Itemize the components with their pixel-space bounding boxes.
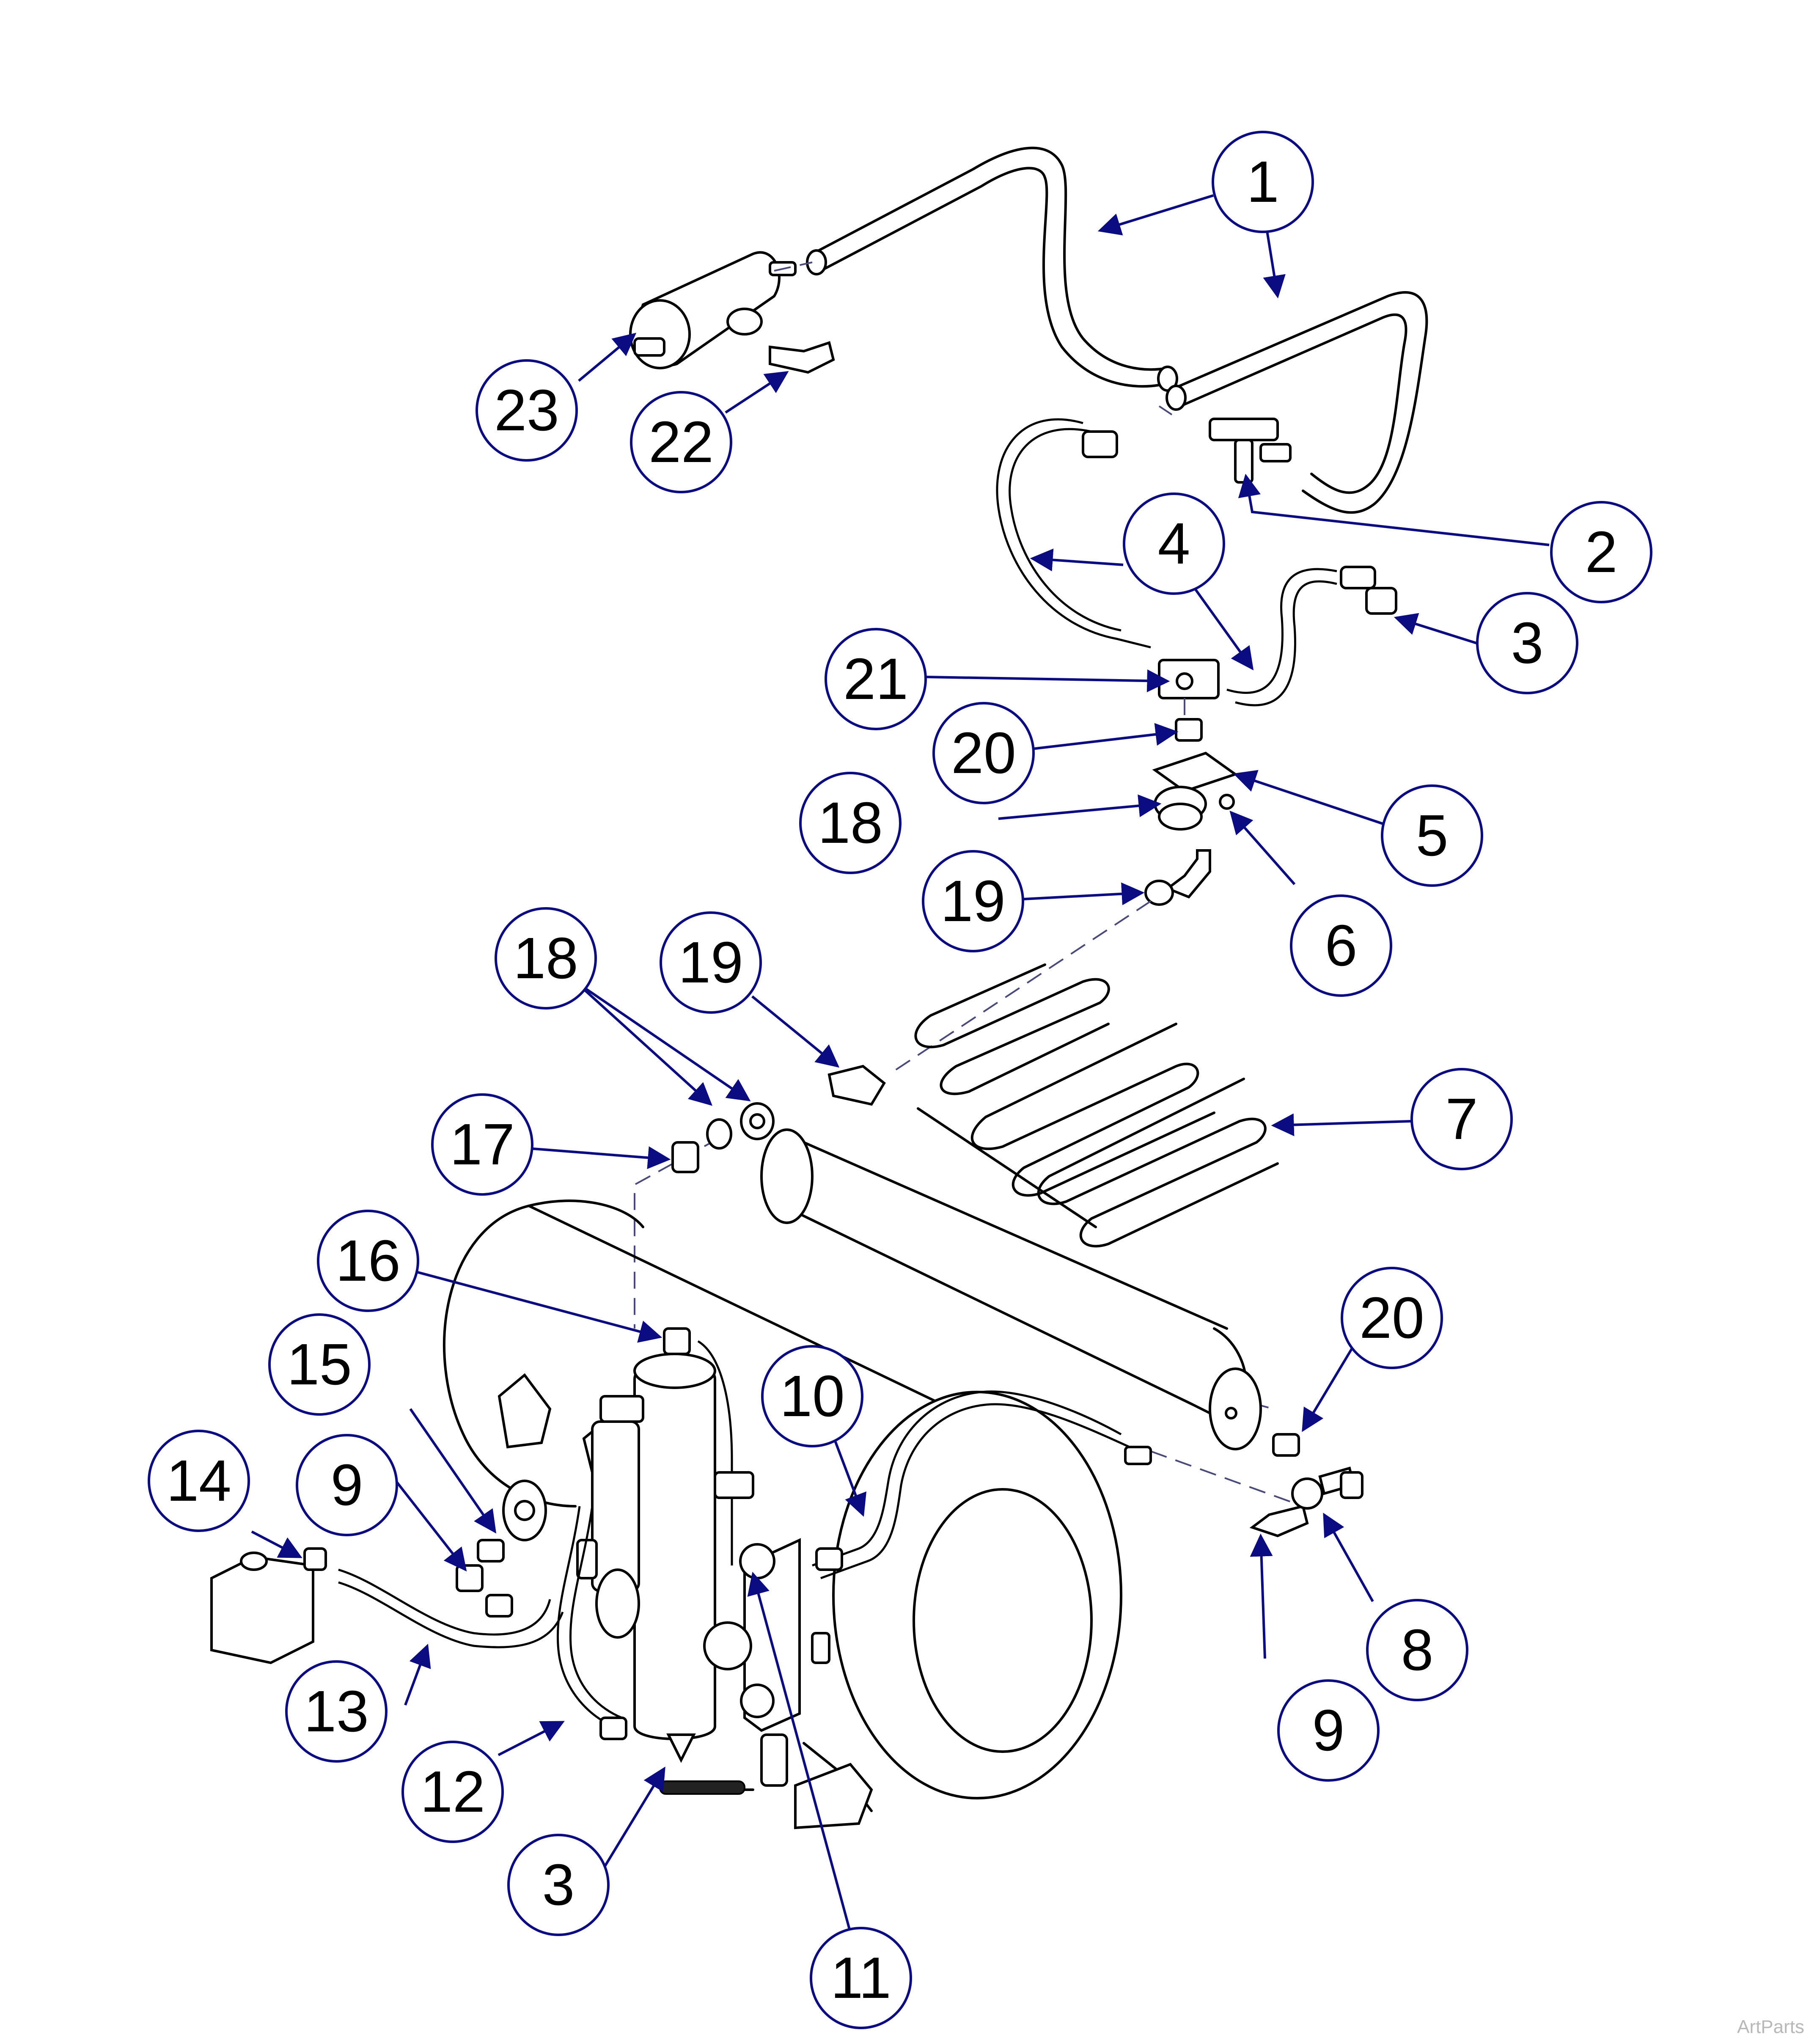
callout-10-label: 10 (780, 1364, 845, 1429)
cooling-coil (914, 963, 1279, 1248)
watermark-text: ArtParts (1737, 2016, 1804, 2037)
callout-6: 6 (1290, 894, 1392, 997)
callout-19-mid-label: 19 (678, 930, 743, 995)
callout-3-upper-label: 3 (1511, 611, 1544, 676)
callout-21-label: 21 (843, 646, 908, 712)
callout-18-mid-label: 18 (513, 926, 578, 991)
callout-2: 2 (1550, 501, 1652, 603)
hose-assembly (996, 418, 1397, 707)
callout-11: 11 (810, 1927, 912, 2029)
callout-17: 17 (431, 1093, 533, 1196)
callout-1-label: 1 (1247, 149, 1279, 215)
callouts: 1 2 3 4 5 6 7 8 (148, 131, 1652, 2029)
callout-9-right: 9 (1277, 1679, 1380, 1782)
callout-14-label: 14 (166, 1448, 231, 1513)
callout-20-upper: 20 (932, 702, 1035, 804)
filter-cylinder (633, 1327, 733, 1763)
callout-8-label: 8 (1401, 1618, 1434, 1683)
callout-2-label: 2 (1585, 520, 1618, 585)
callout-20-right: 20 (1341, 1267, 1443, 1369)
callout-13-label: 13 (304, 1679, 369, 1744)
callout-7: 7 (1410, 1068, 1513, 1170)
pressure-switch-box (210, 1547, 564, 1664)
callout-10: 10 (761, 1345, 863, 1447)
callout-4-label: 4 (1158, 511, 1190, 576)
callout-9-right-label: 9 (1312, 1698, 1345, 1763)
callout-3-upper: 3 (1476, 592, 1578, 694)
callout-15: 15 (268, 1313, 371, 1416)
small-tank (760, 1128, 1262, 1450)
callout-19-upper: 19 (922, 850, 1024, 952)
leader-lines (251, 194, 1550, 1930)
upper-fitting-stack (1144, 718, 1238, 906)
callout-6-label: 6 (1325, 913, 1358, 978)
tubing-upper (806, 146, 1428, 514)
left-fittings (456, 1480, 547, 1618)
callout-5: 5 (1381, 784, 1483, 887)
callout-18-mid: 18 (495, 907, 597, 1010)
callout-3-lower-label: 3 (542, 1852, 575, 1917)
callout-18-upper: 18 (799, 772, 902, 874)
large-tank (443, 1199, 1122, 1829)
callout-23-label: 23 (494, 378, 559, 443)
callout-16-label: 16 (335, 1228, 401, 1293)
callout-19-mid: 19 (660, 911, 762, 1014)
callout-5-label: 5 (1416, 803, 1449, 868)
callout-21: 21 (825, 628, 927, 730)
callout-15-label: 15 (287, 1332, 352, 1397)
callout-13: 13 (285, 1660, 388, 1763)
callout-18-upper-label: 18 (818, 790, 883, 856)
callout-23: 23 (476, 359, 578, 462)
callout-4: 4 (1123, 492, 1225, 595)
callout-14: 14 (148, 1430, 250, 1532)
callout-20-right-label: 20 (1359, 1285, 1424, 1351)
callout-16: 16 (317, 1210, 419, 1312)
tee-fitting-21 (1158, 659, 1220, 699)
callout-1: 1 (1212, 131, 1314, 233)
callout-9-left-label: 9 (331, 1453, 363, 1518)
callout-8: 8 (1366, 1599, 1468, 1701)
inline-filter (629, 251, 797, 369)
callout-9-left: 9 (296, 1434, 398, 1536)
compressor-motor (576, 1395, 754, 1639)
callout-11-label: 11 (830, 1945, 891, 2011)
mid-fitting-stack (671, 1065, 886, 1173)
callout-12-label: 12 (420, 1759, 485, 1824)
callout-19-upper-label: 19 (940, 869, 1006, 934)
callout-3-lower: 3 (507, 1834, 610, 1936)
callout-22-label: 22 (649, 410, 714, 475)
callout-17-label: 17 (450, 1112, 515, 1177)
elbow-fitting-22 (769, 341, 835, 374)
callout-22: 22 (630, 391, 732, 493)
tee-fitting (1209, 418, 1292, 484)
hose-12 (556, 1506, 627, 1740)
callout-12: 12 (401, 1741, 504, 1843)
callout-7-label: 7 (1446, 1087, 1478, 1152)
safety-valve-assembly (1249, 1433, 1363, 1538)
callout-20-upper-label: 20 (951, 721, 1016, 786)
